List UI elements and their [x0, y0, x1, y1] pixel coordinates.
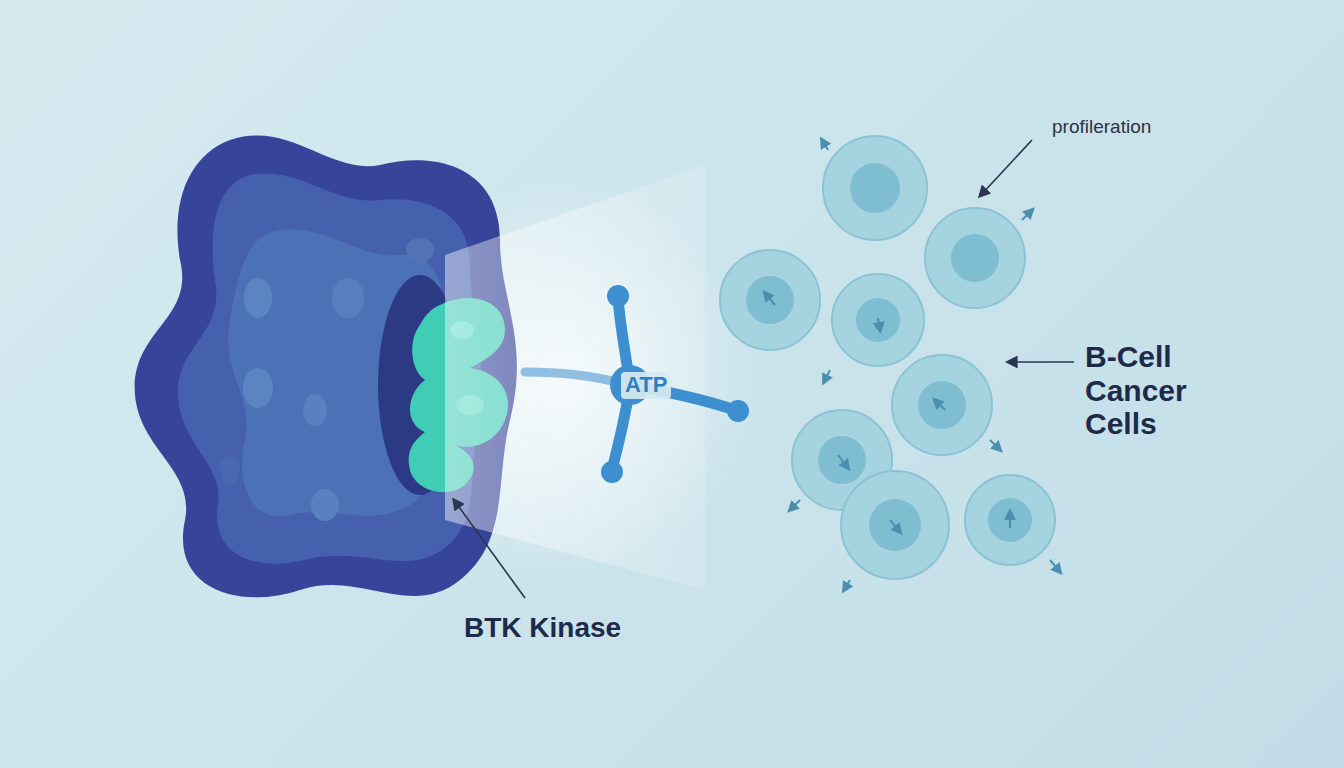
callout-label: profileration: [1052, 116, 1151, 137]
leader-lines: [454, 140, 1074, 598]
cell-label: B-Cell Cancer Cells: [1085, 340, 1235, 441]
protein-label: BTK Kinase: [464, 612, 621, 643]
b-cell-cluster: [720, 136, 1060, 590]
molecule-label: ATP: [621, 372, 671, 399]
light-panel: [445, 165, 705, 590]
atp-molecule: [525, 285, 749, 483]
